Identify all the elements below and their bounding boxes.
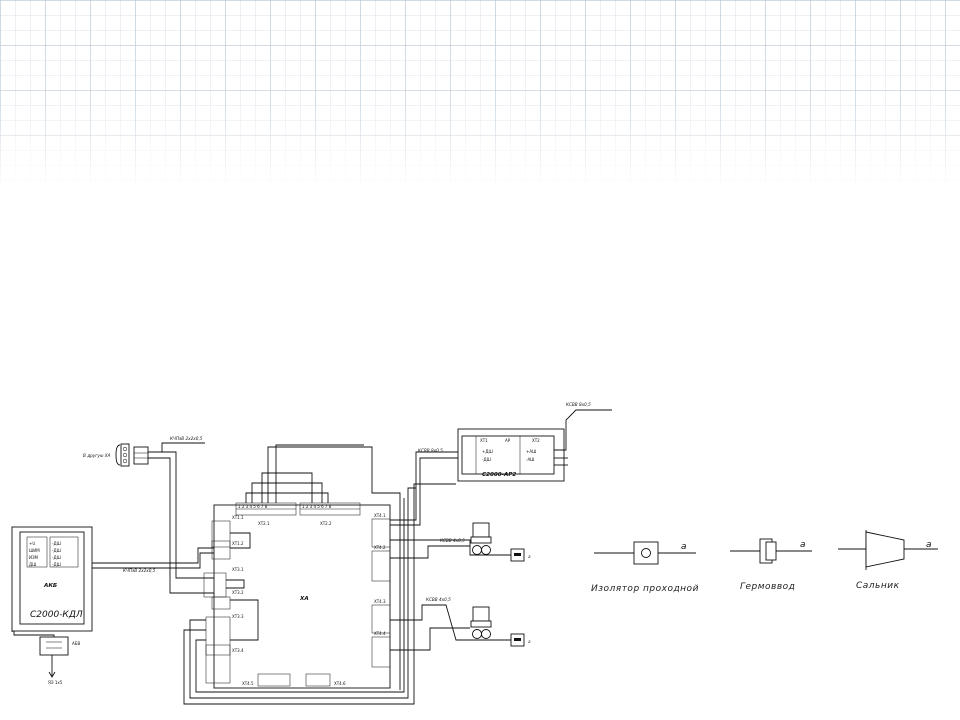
kdl-right-row-1: -ДШ [52,541,61,546]
xa-label: ХА [299,596,309,602]
legend-germovvod-caption: Гермоввод [740,582,795,592]
cable-label-k6: КСВВ 4х0,5 [426,597,451,602]
legend-salnik-caption: Сальник [856,581,900,591]
xt-right-2: ХТ4.2 [374,545,386,550]
legend-germovvod: а Гермоввод [730,538,812,592]
ar-module: ХТ1 АР ХТ2 +ДШ -ДШ +АШ -АШ С2000-АР2 КСВ… [457,402,612,482]
outer-loop-wires [183,483,456,705]
xt-right-4: ХТ4.4 [374,631,386,636]
cable-label-k4: КСВВ 8х0,5 [418,448,443,453]
connector-to-other-group: В другую ХА КЧПэВ 2х2х0,5 [83,436,214,594]
ar-row-3: +АШ [526,449,536,454]
legend-isolator-caption: Изолятор проходной [591,584,699,594]
kdl-row-4: ДШ [29,562,36,567]
graph-paper-header [0,0,960,190]
abv-label: АБВ [72,641,80,646]
ar-to-xa-cable: КСВВ 8х0,5 [390,448,458,526]
ar-row-1: +ДШ [482,449,493,454]
cable-label-k3: КСВВ 8х0,5 [566,402,591,407]
device-lower: а КСВВ 4х0,5 [390,597,531,651]
xt-bottom-1: ХТ4.5 [242,681,254,686]
xt-left-1: ХТ1.1 [232,515,244,520]
legend-salnik-letter: а [926,540,932,550]
device-upper-letter: а [528,554,531,559]
svg-text:1 2 3 4 5 6 7 8: 1 2 3 4 5 6 7 8 [238,504,268,509]
kdl-row-2: ШИМ [29,548,40,553]
legend-salnik: а Сальник [838,530,938,591]
kdl-right-row-2: -ДШ [52,548,61,553]
svg-text:1 2 3 4 5 6 7 8: 1 2 3 4 5 6 7 8 [302,504,332,509]
kdl-row-3: ИЗМ [29,555,39,560]
xt-left-2: ХТ1.2 [232,541,244,546]
ar-head-mid: АР [505,438,511,443]
legend-isolator: а Изолятор проходной [591,541,699,594]
xt-right-3: ХТ4.3 [374,599,386,604]
xt-right-1: ХТ4.1 [374,513,386,518]
kdl-right-row-3: -ДШ [52,555,61,560]
kdl-rows-right: -ДШ -ДШ -ДШ -ДШ [52,541,61,567]
xt-left-4: ХТ3.2 [232,590,244,595]
xt-top-right: 1 2 3 4 5 6 7 8 ХТ2.2 [299,502,361,526]
ar-title: С2000-АР2 [482,472,516,478]
kdl-title: С2000-КДЛ [30,610,83,620]
cable-label-k1: КЧПэВ 2х2х0,5 [170,436,203,441]
xt-bottom: ХТ4.5 ХТ4.6 [242,673,346,687]
xt-left-stack: ХТ1.1 ХТ1.2 ХТ3.1 ХТ3.2 ХТ3.3 ХТ3.4 [203,515,259,684]
xt-left-6: ХТ3.4 [232,648,244,653]
ar-head-right: ХТ2 [532,438,540,443]
kdl-rows-left: +U ШИМ ИЗМ ДШ [29,541,40,567]
cable-label-k5: КСВВ 4х0,5 [440,538,465,543]
xt-top-right-label: ХТ2.2 [320,521,332,526]
ar-row-2: -ДШ [482,457,491,462]
xt-right-stack: ХТ4.1 ХТ4.2 ХТ4.3 ХТ4.4 [371,513,391,668]
abv-bottom-label: ЯЭ 1х5 [48,680,63,685]
device-upper: а КСВВ 4х0,5 [390,522,531,562]
to-group-label: В другую ХА [83,453,111,458]
ar-head-left: ХТ1 [480,438,488,443]
kdl-row-1: +U [29,541,35,546]
ar-row-4: -АШ [526,457,534,462]
xa-box: ХА 1 2 3 4 5 6 7 8 ХТ2.1 1 2 3 4 5 6 7 8… [203,444,401,690]
xt-bottom-2: ХТ4.6 [334,681,346,686]
legend-isolator-letter: а [681,542,687,552]
legend-germovvod-letter: а [800,540,806,550]
kdl-sub-label: АКБ [43,583,57,589]
kdl-module: +U ШИМ ИЗМ ДШ -ДШ -ДШ -ДШ -ДШ АКБ С2000-… [11,526,93,632]
kdl-right-row-4: -ДШ [52,562,61,567]
xt-top-left-label: ХТ2.1 [258,521,270,526]
xt-top-left: 1 2 3 4 5 6 7 8 ХТ2.1 [235,502,297,526]
kdl-to-xa-cable: КЧПэВ 2х2х0,5 [92,547,214,573]
xt-left-5: ХТ3.3 [232,614,244,619]
device-lower-letter: а [528,639,531,644]
cable-label-k2: КЧПэВ 2х2х0,5 [123,568,156,573]
abv-block: АБВ ЯЭ 1х5 [11,631,80,685]
xt-left-3: ХТ3.1 [232,567,244,572]
